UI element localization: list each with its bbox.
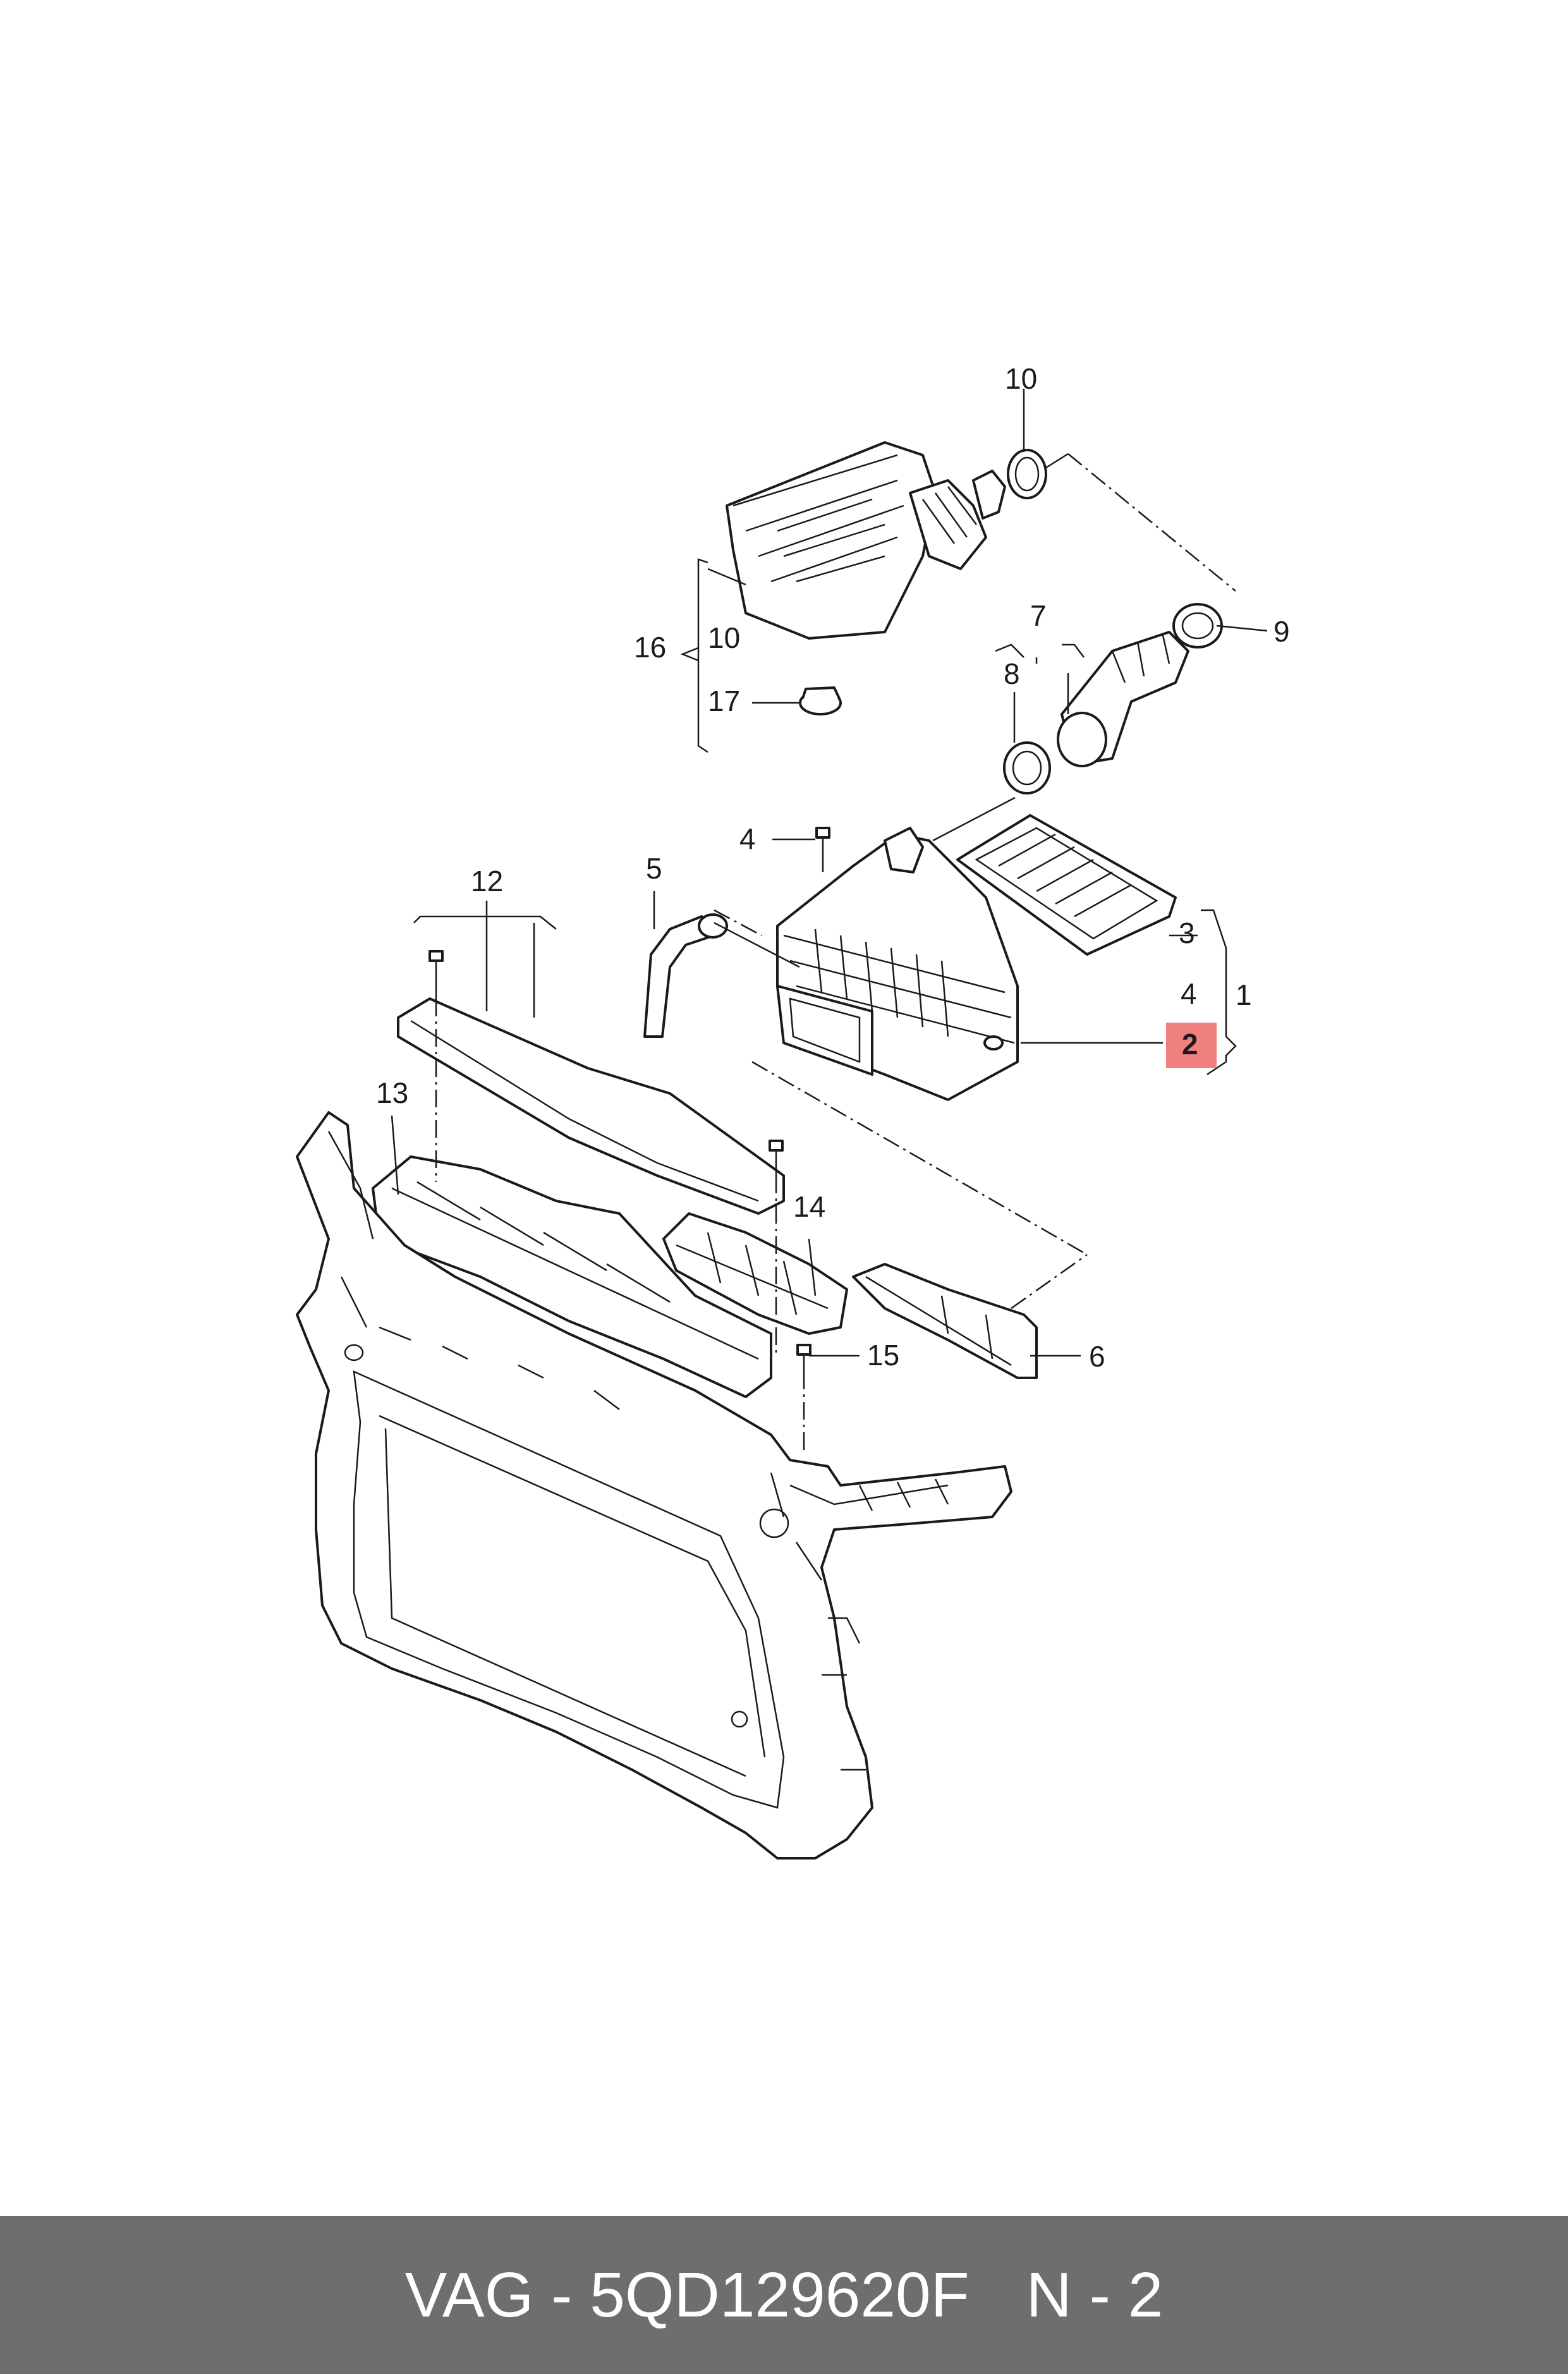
callout-3: 3 [1179, 916, 1195, 949]
callout-14: 14 [793, 1190, 825, 1223]
footer-dash: - [551, 2259, 573, 2330]
filter-element-3 [956, 814, 1177, 956]
footer-part-number: 5QD129620F [590, 2259, 969, 2330]
air-guide-12 [397, 997, 785, 1215]
callout-9: 9 [1273, 615, 1290, 648]
intake-hose-7 [1057, 631, 1189, 767]
callout-17: 17 [708, 685, 740, 717]
callout-15: 15 [867, 1339, 899, 1372]
seal-ring-10 [1007, 449, 1047, 499]
air-duct-13 [372, 1155, 772, 1398]
callout-labels: 10 9 7 8 16 10 17 4 5 12 3 4 1 2 13 14 1… [376, 362, 1290, 1373]
callout-2-highlighted: 2 [1182, 1028, 1198, 1061]
air-filter-cover [726, 441, 1006, 640]
footer-bar: VAG - 5QD129620F N - 2 [0, 2216, 1568, 2374]
hose-5 [643, 913, 728, 1038]
callout-6: 6 [1089, 1340, 1105, 1373]
callout-1: 1 [1236, 978, 1252, 1011]
leader-lines [391, 389, 1268, 1454]
callout-16: 16 [634, 631, 666, 664]
callout-7: 7 [1030, 599, 1047, 632]
highlight-box-2 [1166, 1023, 1217, 1068]
screw-12-right [769, 1140, 784, 1176]
callout-10-top: 10 [1005, 362, 1037, 395]
hose-clamp-9 [1172, 603, 1223, 648]
callout-13: 13 [376, 1076, 408, 1109]
footer-brand: VAG [404, 2259, 534, 2330]
grommet-17 [799, 686, 842, 715]
callout-5: 5 [646, 852, 662, 885]
callout-4-bolt: 4 [739, 822, 756, 855]
screw-15 [796, 1344, 811, 1372]
callout-12: 12 [471, 865, 503, 898]
duct-6 [852, 1263, 1038, 1379]
callout-4-group: 4 [1181, 977, 1197, 1010]
duct-14 [662, 1212, 848, 1335]
hose-clamp-8 [1003, 741, 1051, 794]
screw-12-left [428, 950, 444, 999]
parts-diagram: 10 9 7 8 16 10 17 4 5 12 3 4 1 2 13 14 1… [296, 362, 1290, 1860]
callout-10-mid: 10 [708, 621, 740, 654]
air-filter-housing-2 [776, 827, 1019, 1101]
front-carrier [296, 1111, 1012, 1860]
footer-code: N - 2 [1026, 2259, 1164, 2330]
bolt-4 [815, 827, 830, 872]
callout-8: 8 [1004, 657, 1020, 690]
